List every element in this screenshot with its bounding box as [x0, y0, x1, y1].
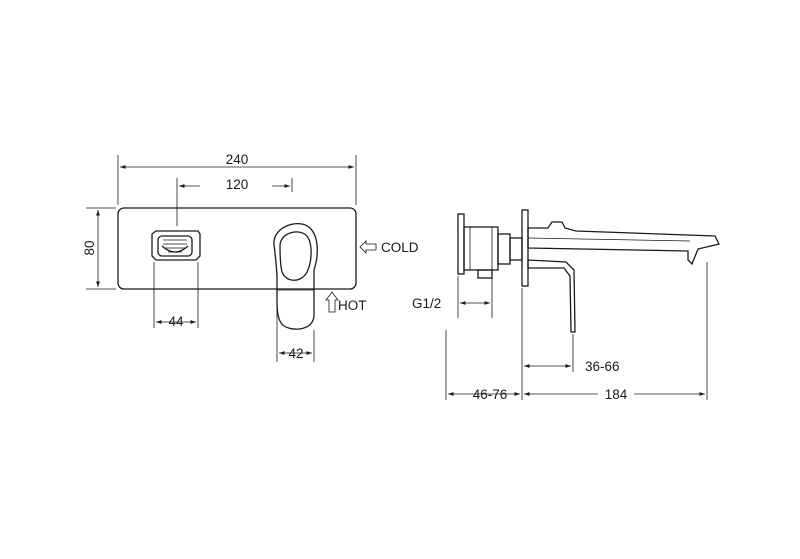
hot-label: HOT — [338, 298, 367, 313]
lever-side — [527, 259, 576, 333]
lever-handle — [273, 223, 318, 330]
dimension-46-76: 46-76 — [445, 330, 523, 402]
dimension-240: 240 — [117, 152, 357, 205]
dimension-44: 44 — [153, 262, 199, 329]
dim-label-240: 240 — [226, 152, 249, 167]
dimension-184: 184 — [524, 262, 708, 402]
cold-indicator: COLD — [359, 240, 419, 255]
dim-label-46-76: 46-76 — [473, 387, 508, 402]
wall-plate-side — [521, 209, 529, 287]
dimension-80: 80 — [82, 207, 116, 290]
dimension-42: 42 — [276, 300, 315, 362]
dimension-36-66: 36-66 — [521, 288, 620, 374]
aerator-outlet — [151, 230, 201, 261]
dim-label-184: 184 — [605, 387, 628, 402]
spout — [527, 221, 720, 266]
arrow-up-icon — [325, 291, 339, 313]
front-view: 240 120 80 44 42 — [82, 152, 419, 362]
side-view: G1/2 36-66 46-76 184 — [412, 209, 720, 402]
arrow-left-icon — [359, 240, 377, 254]
dim-label-80: 80 — [82, 240, 97, 255]
dim-label-thread: G1/2 — [412, 296, 441, 311]
dim-label-120: 120 — [226, 177, 249, 192]
wall-plate — [117, 207, 357, 290]
dimension-120: 120 — [176, 174, 293, 226]
cold-label: COLD — [381, 240, 419, 255]
dim-label-42: 42 — [288, 346, 303, 361]
dim-label-36-66: 36-66 — [585, 359, 620, 374]
dimension-thread: G1/2 — [412, 276, 493, 318]
hot-indicator: HOT — [325, 291, 367, 313]
cartridge-body — [457, 213, 523, 279]
dim-label-44: 44 — [168, 314, 184, 329]
